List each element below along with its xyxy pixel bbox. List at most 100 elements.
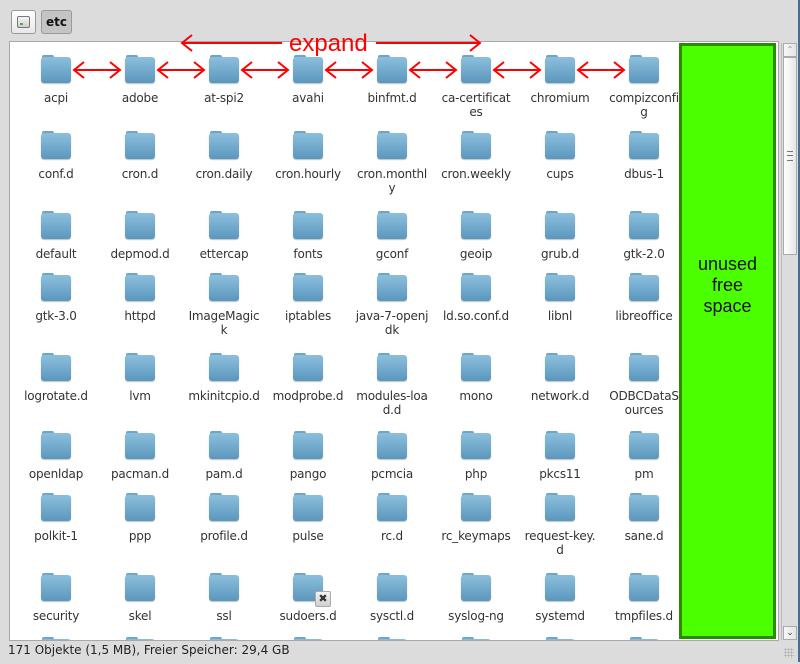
folder-item[interactable] (350, 637, 434, 640)
folder-icon (41, 353, 71, 381)
folder-item[interactable]: ODBCDataSources (602, 353, 686, 417)
resize-grip[interactable] (784, 648, 794, 658)
folder-item[interactable]: geoip (434, 211, 518, 261)
folder-item[interactable]: request-key.d (518, 493, 602, 557)
folder-item[interactable]: adobe (98, 55, 182, 105)
folder-icon (461, 493, 491, 521)
folder-item[interactable] (98, 637, 182, 640)
folder-icon (209, 273, 239, 301)
folder-item[interactable] (602, 637, 686, 640)
folder-item[interactable]: logrotate.d (14, 353, 98, 403)
folder-item[interactable]: chromium (518, 55, 602, 105)
folder-item[interactable]: sysctl.d (350, 573, 434, 623)
folder-item[interactable]: ld.so.conf.d (434, 273, 518, 323)
folder-item[interactable]: grub.d (518, 211, 602, 261)
folder-item[interactable]: acpi (14, 55, 98, 105)
folder-item[interactable]: avahi (266, 55, 350, 105)
folder-label: ssl (216, 609, 232, 623)
folder-item[interactable]: php (434, 431, 518, 481)
folder-item[interactable]: compizconfig (602, 55, 686, 119)
folder-icon (377, 353, 407, 381)
folder-label: gtk-2.0 (623, 247, 665, 261)
folder-label: cron.d (121, 167, 159, 181)
folder-item[interactable]: mkinitcpio.d (182, 353, 266, 403)
folder-label: sudoers.d (279, 609, 337, 623)
folder-item[interactable]: conf.d (14, 131, 98, 181)
folder-item[interactable]: libreoffice (602, 273, 686, 323)
folder-item[interactable]: depmod.d (98, 211, 182, 261)
folder-item[interactable]: gtk-3.0 (14, 273, 98, 323)
path-button-etc[interactable]: etc (41, 10, 72, 34)
folder-item[interactable]: mono (434, 353, 518, 403)
folder-item[interactable]: security (14, 573, 98, 623)
folder-item[interactable]: pm (602, 431, 686, 481)
folder-item[interactable]: cron.monthly (350, 131, 434, 195)
folder-item[interactable] (434, 637, 518, 640)
folder-item[interactable]: ssl (182, 573, 266, 623)
folder-icon (41, 131, 71, 159)
folder-item[interactable] (266, 637, 350, 640)
folder-item[interactable]: profile.d (182, 493, 266, 543)
folder-item[interactable]: network.d (518, 353, 602, 403)
folder-item[interactable]: cups (518, 131, 602, 181)
folder-item[interactable]: at-spi2 (182, 55, 266, 105)
folder-item[interactable]: syslog-ng (434, 573, 518, 623)
folder-label: grub.d (540, 247, 579, 261)
folder-item[interactable] (518, 637, 602, 640)
folder-item[interactable]: iptables (266, 273, 350, 323)
folder-item[interactable]: modprobe.d (266, 353, 350, 403)
folder-item[interactable]: pacman.d (98, 431, 182, 481)
folder-icon (545, 273, 575, 301)
folder-item[interactable]: ppp (98, 493, 182, 543)
folder-item[interactable]: sane.d (602, 493, 686, 543)
folder-label: ld.so.conf.d (443, 309, 509, 323)
folder-item[interactable]: gconf (350, 211, 434, 261)
folder-item[interactable]: lvm (98, 353, 182, 403)
filesystem-root-button[interactable] (11, 10, 36, 34)
scroll-up-button[interactable]: ⌃ (783, 43, 797, 57)
folder-item[interactable]: cron.hourly (266, 131, 350, 181)
folder-item[interactable]: pkcs11 (518, 431, 602, 481)
folder-icon (377, 637, 407, 640)
folder-item[interactable]: fonts (266, 211, 350, 261)
folder-item[interactable]: pcmcia (350, 431, 434, 481)
folder-item[interactable]: polkit-1 (14, 493, 98, 543)
folder-item[interactable]: default (14, 211, 98, 261)
folder-item[interactable]: java-7-openjdk (350, 273, 434, 337)
folder-item[interactable]: modules-load.d (350, 353, 434, 417)
folder-item[interactable]: pango (266, 431, 350, 481)
folder-item[interactable]: skel (98, 573, 182, 623)
folder-item[interactable]: ImageMagick (182, 273, 266, 337)
folder-item[interactable]: pulse (266, 493, 350, 543)
folder-label: at-spi2 (204, 91, 244, 105)
folder-label: tmpfiles.d (615, 609, 673, 623)
folder-item[interactable]: gtk-2.0 (602, 211, 686, 261)
folder-item[interactable] (14, 637, 98, 640)
folder-item[interactable]: cron.weekly (434, 131, 518, 181)
folder-item[interactable]: libnl (518, 273, 602, 323)
folder-label: httpd (124, 309, 156, 323)
folder-label: adobe (121, 91, 159, 105)
scroll-down-button[interactable]: ⌄ (783, 626, 797, 640)
folder-item[interactable]: ettercap (182, 211, 266, 261)
folder-icon: ✖ (293, 573, 331, 607)
folder-item[interactable]: httpd (98, 273, 182, 323)
folder-item[interactable] (182, 637, 266, 640)
folder-item[interactable]: rc.d (350, 493, 434, 543)
folder-label: geoip (459, 247, 493, 261)
folder-item[interactable]: rc_keymaps (434, 493, 518, 543)
folder-item[interactable]: pam.d (182, 431, 266, 481)
folder-item[interactable]: ca-certificates (434, 55, 518, 119)
folder-item[interactable]: cron.daily (182, 131, 266, 181)
folder-item[interactable]: openldap (14, 431, 98, 481)
vertical-scrollbar[interactable]: ⌃ ⌄ (781, 43, 797, 640)
folder-item[interactable]: cron.d (98, 131, 182, 181)
folder-item[interactable]: dbus-1 (602, 131, 686, 181)
folder-item[interactable]: binfmt.d (350, 55, 434, 105)
folder-item[interactable]: tmpfiles.d (602, 573, 686, 623)
folder-item[interactable]: ✖ sudoers.d (266, 573, 350, 623)
folder-label: acpi (43, 91, 69, 105)
scrollbar-thumb[interactable] (783, 57, 797, 255)
folder-item[interactable]: systemd (518, 573, 602, 623)
